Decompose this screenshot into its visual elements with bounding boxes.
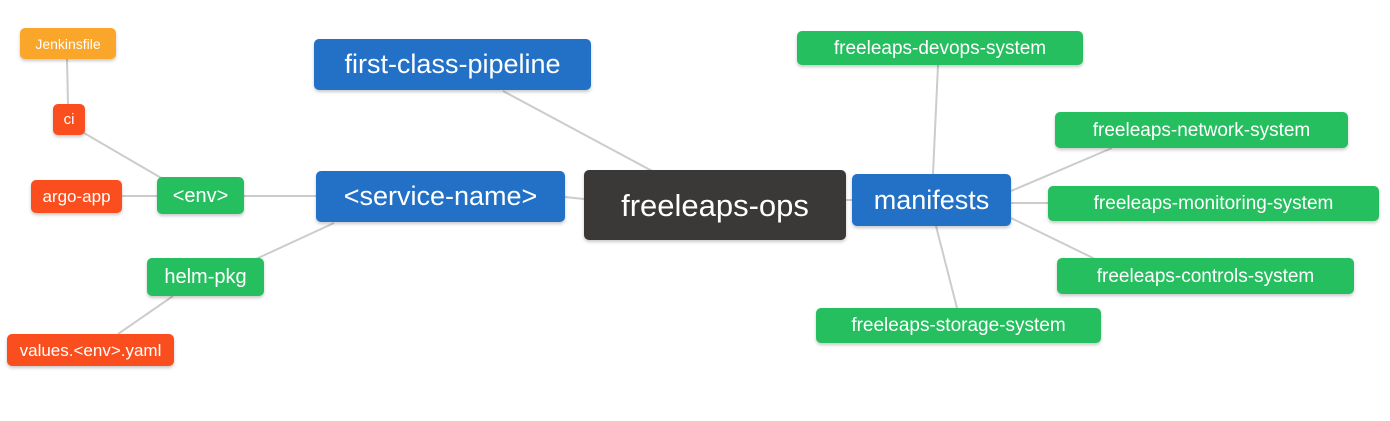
node-service-name[interactable]: <service-name> xyxy=(316,171,565,222)
node-env[interactable]: <env> xyxy=(157,177,244,214)
node-values-env-yaml[interactable]: values.<env>.yaml xyxy=(7,334,174,366)
node-argo-app[interactable]: argo-app xyxy=(31,180,122,213)
node-devops-system[interactable]: freeleaps-devops-system xyxy=(797,31,1083,65)
node-jenkinsfile[interactable]: Jenkinsfile xyxy=(20,28,116,59)
node-first-class-pipeline[interactable]: first-class-pipeline xyxy=(314,39,591,90)
node-network-system[interactable]: freeleaps-network-system xyxy=(1055,112,1348,148)
node-ci[interactable]: ci xyxy=(53,104,85,135)
node-freeleaps-ops[interactable]: freeleaps-ops xyxy=(584,170,846,240)
node-controls-system[interactable]: freeleaps-controls-system xyxy=(1057,258,1354,294)
node-storage-system[interactable]: freeleaps-storage-system xyxy=(816,308,1101,343)
node-helm-pkg[interactable]: helm-pkg xyxy=(147,258,264,296)
node-manifests[interactable]: manifests xyxy=(852,174,1011,226)
node-monitoring-system[interactable]: freeleaps-monitoring-system xyxy=(1048,186,1379,221)
